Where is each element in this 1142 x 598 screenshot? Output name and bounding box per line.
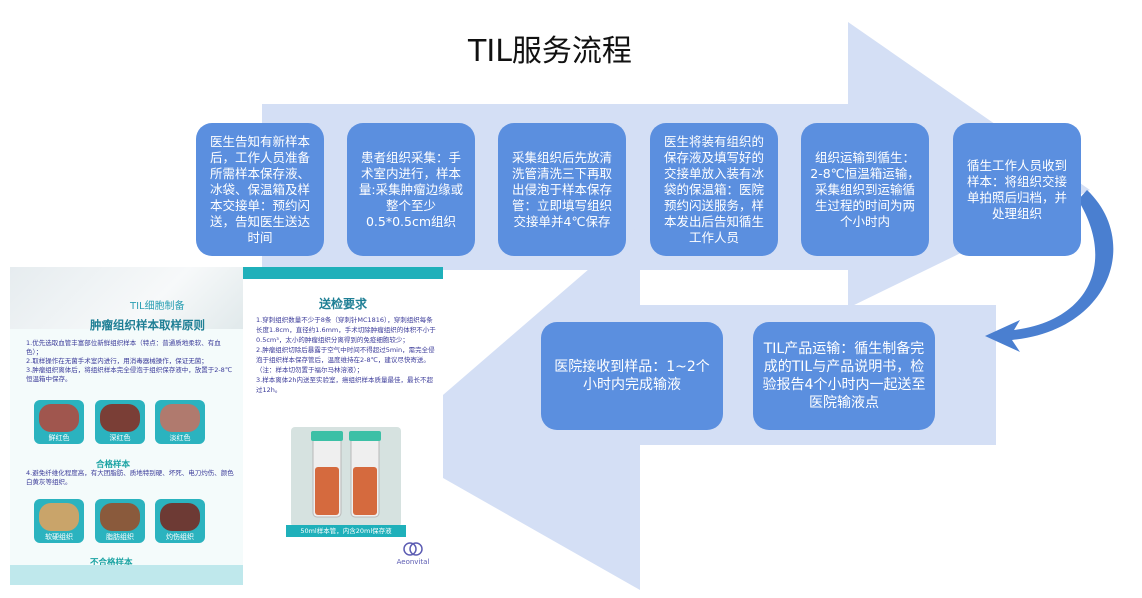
- poster-requirements-panel: 送检要求 1.穿刺组织数量不少于8条（穿刺针MC1816），穿刺组织每条长度1.…: [243, 267, 443, 585]
- logo-text: Aeonvital: [396, 558, 430, 566]
- step-4-box: 医生将装有组织的保存液及填写好的交接单放入装有冰袋的保温箱：医院预约闪送服务，样…: [650, 123, 778, 256]
- panel-top-bar: [243, 267, 443, 279]
- step-2-box: 患者组织采集：手术室内进行，样本量:采集肿瘤边缘或整个至少0.5*0.5cm组织: [347, 123, 475, 256]
- bad-sample-tile: 脂肪组织: [95, 499, 145, 543]
- good-sample-tile: 淡红色: [155, 400, 205, 444]
- step-8-box: 医院接收到样品：1~2个小时内完成输液: [541, 322, 723, 430]
- poster-exclusion-rule: 4.避免纤维化程度高，有大团脂肪、质地特别硬、坏死、电刀灼伤、颜色白黄灰等组织。: [26, 469, 234, 486]
- requirements-text: 1.穿刺组织数量不少于8条（穿刺针MC1816），穿刺组织每条长度1.8cm，直…: [256, 316, 436, 394]
- tile-caption: 灼伤组织: [166, 533, 194, 541]
- requirements-title: 送检要求: [318, 297, 367, 311]
- good-sample-tile: 深红色: [95, 400, 145, 444]
- step-5-box: 组织运输到循生：2-8℃恒温箱运输，采集组织到运输循生过程的时间为两个小时内: [801, 123, 929, 256]
- tile-caption: 鲜红色: [48, 434, 70, 442]
- sampling-poster: TIL细胞制备 肿瘤组织样本取样原则 1.优先选取血管丰富部位新鲜组织样本（特点…: [10, 267, 443, 585]
- tile-caption: 脂肪组织: [106, 533, 134, 541]
- step-6-box: 循生工作人员收到样本：将组织交接单拍照后归档，并处理组织: [953, 123, 1081, 256]
- bad-sample-label: 不合格样本: [90, 558, 133, 568]
- poster-heading: 肿瘤组织样本取样原则: [90, 318, 205, 332]
- sample-tube-photo: [291, 427, 401, 527]
- tile-caption: 淡红色: [169, 434, 191, 442]
- step-3-box: 采集组织后先放清洗管清洗三下再取出侵泡于样本保存管：立即填写组织交接单并4℃保存: [498, 123, 626, 256]
- tile-caption: 软硬组织: [45, 533, 73, 541]
- tube-caption: 50ml样本管，内含20ml保存液: [286, 525, 406, 537]
- poster-subtitle: TIL细胞制备: [130, 301, 185, 312]
- good-sample-label: 合格样本: [96, 460, 131, 470]
- good-sample-tile: 鲜红色: [34, 400, 84, 444]
- poster-sampling-rules: 1.优先选取血管丰富部位新鲜组织样本（特点：普通质地柔软、有血色）； 2.取样操…: [26, 339, 233, 383]
- bad-sample-tile: 灼伤组织: [155, 499, 205, 543]
- poster-header-photo: [10, 267, 250, 329]
- bad-sample-tile: 软硬组织: [34, 499, 84, 543]
- tile-caption: 深红色: [109, 434, 131, 442]
- step-1-box: 医生告知有新样本后，工作人员准备所需样本保存液、冰袋、保温箱及样本交接单：预约闪…: [196, 123, 324, 256]
- step-7-box: TIL产品运输：循生制备完成的TIL与产品说明书，检验报告4个小时内一起送至医院…: [753, 322, 935, 430]
- aeonvital-logo: Aeonvital: [393, 542, 433, 566]
- sample-tube-illustration: [311, 431, 381, 518]
- curved-connector-arrow: [985, 190, 1114, 352]
- logo-mark-icon: [403, 542, 423, 556]
- diagram-title: TIL服务流程: [468, 34, 632, 69]
